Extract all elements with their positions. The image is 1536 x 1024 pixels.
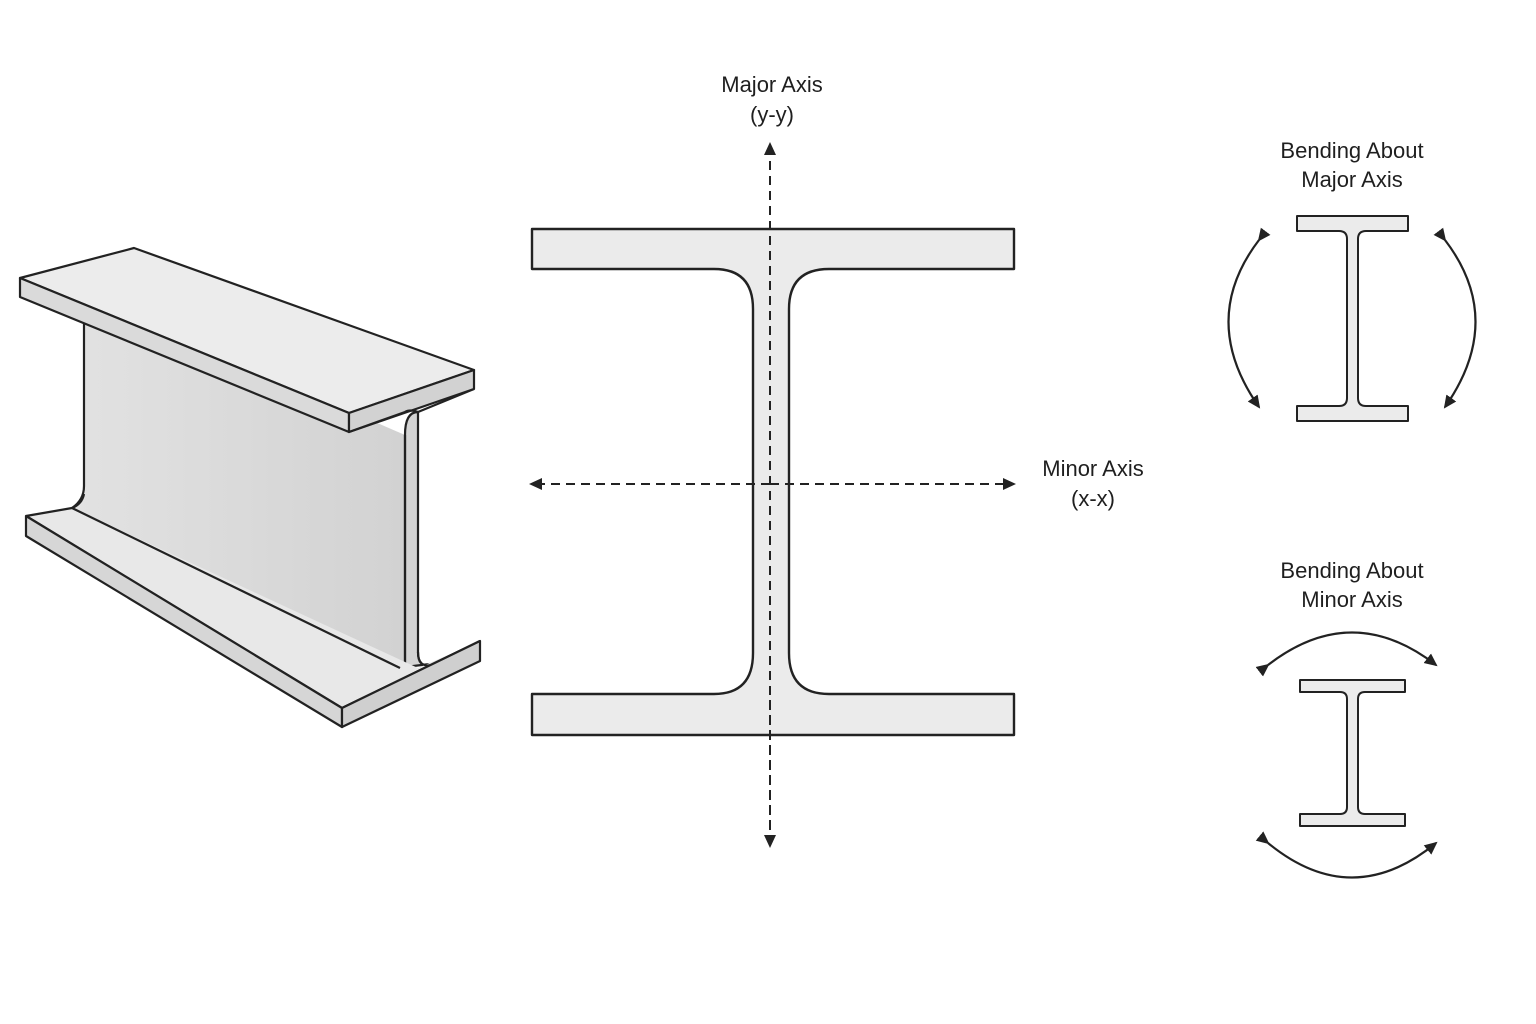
cross-section-shape	[530, 227, 1016, 737]
bending-minor-bottom-arrow	[1255, 831, 1438, 879]
cross-section-main	[530, 227, 1016, 737]
beam-web-left-edge	[71, 322, 86, 509]
beam-bottom-flange-top	[26, 508, 480, 708]
minor-axis-sublabel: (x-x)	[1071, 486, 1115, 511]
bending-minor-subtitle: Minor Axis	[1301, 587, 1402, 612]
bending-major-subtitle: Major Axis	[1301, 167, 1402, 192]
minor-axis-label: Minor Axis	[1042, 456, 1143, 481]
small-i-section-minor	[1299, 679, 1406, 827]
isometric-i-beam	[18, 246, 482, 729]
beam-bottom-flange-end	[340, 639, 482, 729]
major-axis-label: Major Axis	[721, 72, 822, 97]
bending-minor-title: Bending About	[1280, 558, 1423, 583]
bending-major-left-arrow	[1227, 227, 1271, 409]
beam-web-front	[403, 410, 432, 669]
bending-major-right-arrow	[1433, 227, 1477, 409]
bending-minor-top-arrow	[1255, 631, 1438, 677]
small-i-section-major	[1296, 215, 1409, 422]
bending-major-title: Bending About	[1280, 138, 1423, 163]
major-axis-sublabel: (y-y)	[750, 102, 794, 127]
